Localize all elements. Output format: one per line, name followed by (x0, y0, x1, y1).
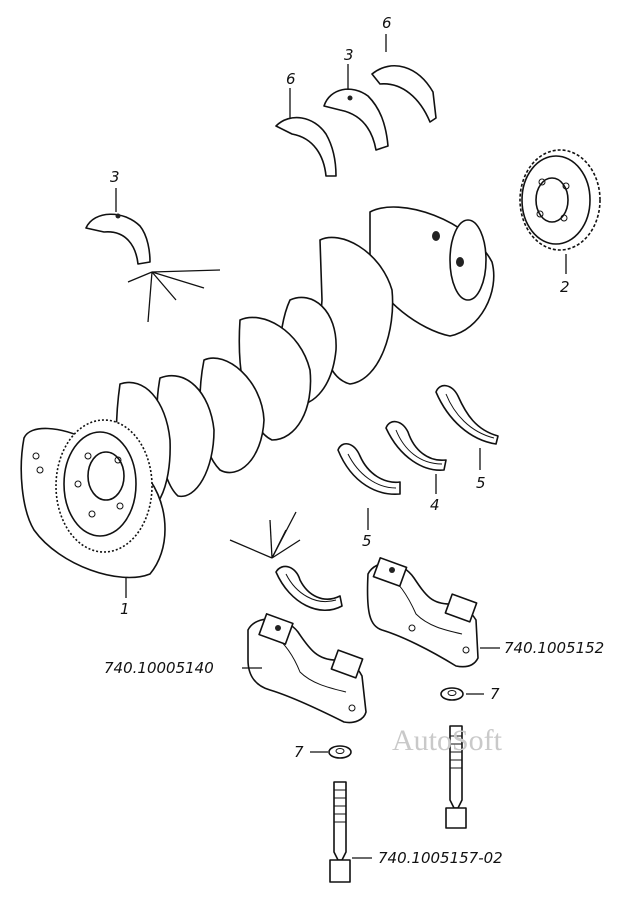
timing-gear (519, 149, 601, 251)
callout-7-left: 7 (294, 743, 304, 761)
watermark: AutoSoft (392, 724, 503, 757)
bearing-shell-cap-front (275, 565, 343, 611)
bearing-shell-5-right (435, 384, 499, 445)
bearing-cap-front (247, 613, 367, 724)
callout-6-left: 6 (286, 70, 296, 88)
label-cap-rear: 740.1005152 (504, 639, 604, 657)
callout-1: 1 (120, 600, 130, 618)
callout-4: 4 (430, 496, 440, 514)
callout-5-left: 5 (362, 532, 372, 550)
crankshaft (20, 206, 495, 579)
orientation-arrows-lower (229, 511, 301, 559)
bearing-shell-4 (385, 420, 447, 471)
washer-right (440, 687, 464, 701)
bolt-right (445, 725, 467, 829)
bearing-shell-6-right (371, 65, 437, 123)
bearing-shell-5-left (337, 443, 401, 495)
label-cap-front: 740.10005140 (104, 659, 214, 677)
label-bolt: 740.1005157-02 (378, 849, 503, 867)
orientation-arrows-upper (127, 269, 221, 323)
bearing-cap-rear (366, 557, 479, 668)
bolt-left (329, 781, 351, 883)
bearing-shell-3-left (85, 213, 151, 265)
callout-5-right: 5 (476, 474, 486, 492)
callout-7-right: 7 (490, 685, 500, 703)
bearing-shell-3-center (323, 88, 389, 151)
callout-6-right: 6 (382, 14, 392, 32)
washer-left (328, 745, 352, 759)
callout-2: 2 (560, 278, 570, 296)
bearing-shell-6-left (275, 116, 337, 177)
leader-lines (115, 34, 567, 859)
callout-3-left: 3 (110, 168, 120, 186)
callout-3-center: 3 (344, 46, 354, 64)
